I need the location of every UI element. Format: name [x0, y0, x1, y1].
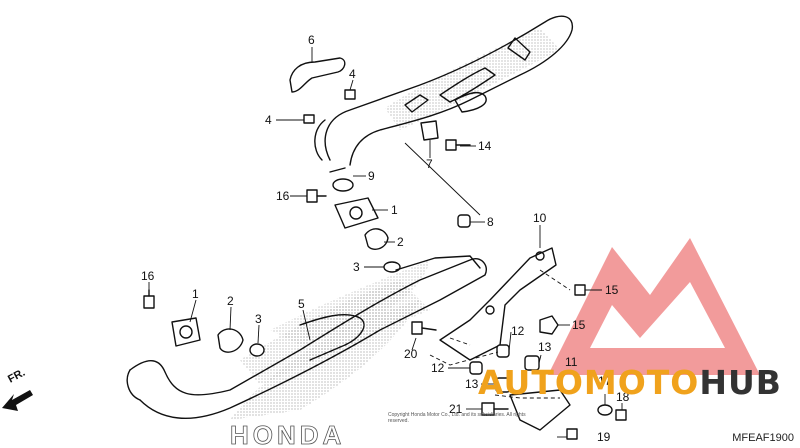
part-9-gasket: [332, 178, 354, 192]
part-3-gasket-lower: [249, 343, 265, 357]
part-15-bolt-lower: [539, 315, 559, 335]
part-14-bolt: [445, 139, 471, 151]
part-12-collar-upper: [496, 344, 510, 358]
part-19-nut: [566, 428, 578, 440]
part-16-bolt-lower: [143, 289, 155, 309]
callout-9: 9: [368, 169, 375, 183]
flange-hole-upper: [349, 206, 363, 220]
watermark-part2: HUB: [699, 363, 782, 402]
part-7-bracket: [420, 120, 439, 141]
callout-3-lower: 3: [255, 312, 262, 326]
callout-10: 10: [533, 211, 547, 225]
leader-lines: [148, 47, 623, 438]
callout-4-upper: 4: [349, 67, 356, 81]
callout-4-lower: 4: [265, 113, 272, 127]
callout-2-upper: 2: [397, 235, 404, 249]
part-8-grommet: [457, 214, 471, 228]
callout-13-lower: 13: [465, 377, 479, 391]
watermark-part1: AUTOMOTO: [478, 363, 700, 402]
callout-12-lower: 12: [431, 361, 445, 375]
callout-19: 19: [597, 430, 611, 444]
callout-7: 7: [426, 157, 433, 171]
part-10-muffler-bracket: [439, 247, 557, 361]
part-3-gasket-upper: [383, 261, 401, 273]
callout-18: 18: [616, 390, 630, 404]
callout-numbers: 6 4 4 7 14 9 16 1 2 3 8 10 15 15 16 1 2 …: [141, 33, 630, 444]
part-4-clip-upper: [344, 89, 356, 100]
sub-bracket: [509, 389, 571, 431]
part-20-bolt: [411, 321, 437, 335]
callout-17: 17: [598, 374, 612, 388]
upper-muffler-assembly: [314, 15, 574, 173]
callout-16-upper: 16: [276, 189, 290, 203]
callout-20: 20: [404, 347, 418, 361]
part-16-bolt-upper: [306, 189, 327, 203]
part-15-bolt-upper: [574, 284, 586, 296]
flange-hole-lower: [179, 325, 193, 339]
callout-15-upper: 15: [605, 283, 619, 297]
callout-1-upper: 1: [391, 203, 398, 217]
callout-16-lower: 16: [141, 269, 155, 283]
callout-3-upper: 3: [353, 260, 360, 274]
part-2-collar-upper: [364, 228, 389, 250]
lower-exhaust-assembly: [126, 255, 487, 419]
diagram-code: MFEAF1900: [732, 432, 794, 444]
callout-1-lower: 1: [192, 287, 199, 301]
automotohub-watermark: AUTOMOTOHUB: [478, 363, 782, 402]
callout-13-upper: 13: [538, 340, 552, 354]
front-direction-arrow: [2, 390, 33, 411]
copyright-note: Copyright Honda Motor Co., Ltd. and its …: [388, 412, 526, 424]
callout-15-lower: 15: [572, 318, 586, 332]
callout-11: 11: [565, 355, 578, 369]
part-17-washer: [597, 404, 613, 416]
callout-8: 8: [487, 215, 494, 229]
callout-5: 5: [298, 297, 305, 311]
callout-21: 21: [449, 402, 463, 416]
part-4-clip-lower: [303, 114, 315, 124]
honda-watermark-text: HONDA: [230, 420, 345, 448]
callout-14: 14: [478, 139, 492, 153]
callout-2-lower: 2: [227, 294, 234, 308]
part-18-nut: [615, 409, 627, 421]
callout-6: 6: [308, 33, 315, 47]
part-13-collar-lower: [495, 377, 511, 393]
callout-12-upper: 12: [511, 324, 525, 338]
watermark-triangle-logo: [548, 238, 760, 375]
part-2-collar-lower: [217, 328, 244, 353]
part-6-heat-shield: [289, 57, 346, 93]
